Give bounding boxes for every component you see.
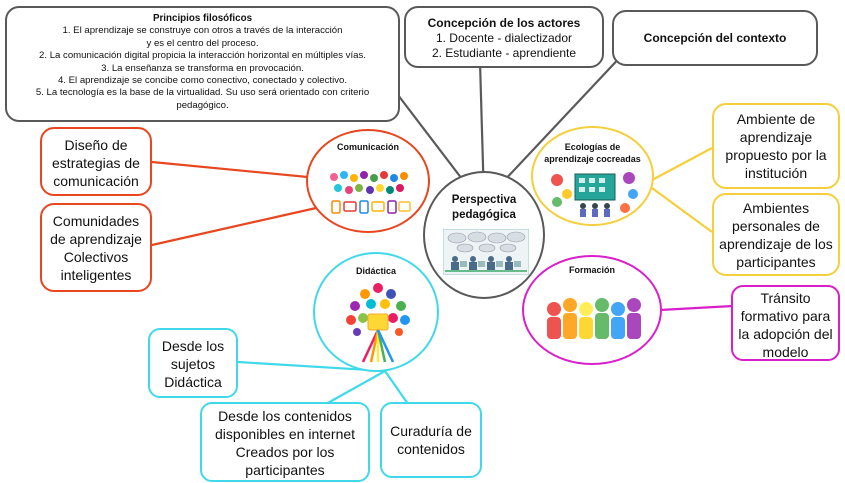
principles-line-4: 3. La enseñanza se transforma en provoca… — [101, 62, 304, 74]
didactica-box-1-line-1: Desde los — [161, 338, 225, 354]
center-title-line-1: Perspectiva — [451, 194, 517, 206]
connector-didactica-2 — [325, 370, 386, 405]
formacion-circle: Formación — [522, 255, 662, 365]
context-title: Concepción del contexto — [643, 31, 787, 45]
connector-context — [485, 51, 626, 201]
ecologias-box-2-line-4: participantes — [736, 254, 816, 270]
didactica-title: Didáctica — [355, 266, 397, 276]
didactica-box-2-line-2: disponibles en internet — [214, 426, 356, 442]
ecologias-box-1: Ambiente de aprendizaje propuesto por la… — [712, 103, 840, 189]
ecologias-box-1-line-2: aprendizaje — [739, 129, 813, 145]
learning-ecology-illustration — [551, 172, 638, 217]
didactica-circle: Didáctica — [313, 252, 439, 372]
principles-line-2: y es el centro del proceso. — [146, 37, 259, 49]
didactica-box-1: Desde los sujetos Didáctica — [148, 328, 238, 398]
principles-title: Principios filosóficos — [152, 13, 253, 24]
comunicacion-box-1-line-2: estrategias de — [52, 155, 140, 171]
comunicacion-box-2-line-1: Comunidades — [52, 213, 140, 229]
ecologias-box-1-line-1: Ambiente de — [736, 111, 816, 127]
communication-icons-illustration — [330, 171, 411, 214]
comunicacion-box-1: Diseño de estrategias de comunicación — [40, 127, 152, 196]
formacion-box-1-line-2: formativo para — [740, 308, 831, 324]
ecologias-box-1-line-4: institución — [744, 165, 808, 181]
didactica-box-2-line-3: Creados por los — [235, 444, 335, 460]
ecologias-title-line-1: Ecologías de — [564, 142, 621, 152]
comunicacion-box-1-line-1: Diseño de — [64, 137, 128, 153]
students-at-computers-illustration — [443, 229, 529, 275]
ecologias-box-2-line-2: personales de — [732, 218, 820, 234]
comunicacion-box-1-line-3: comunicación — [53, 173, 139, 189]
ecologias-circle: Ecologías de aprendizaje cocreadas — [531, 126, 654, 226]
didactica-box-2-line-4: participantes — [245, 462, 325, 478]
formacion-box-1-line-4: modelo — [762, 344, 809, 360]
comunicacion-box-2-line-3: Colectivos — [63, 249, 129, 265]
connector-ecologias-2 — [651, 187, 713, 233]
comunicacion-title: Comunicación — [336, 142, 399, 152]
actors-line-2: 2. Estudiante - aprendiente — [431, 46, 577, 60]
principles-box: Principios filosóficos 1. El aprendizaje… — [5, 6, 400, 122]
center-title-line-2: pedagógica — [452, 209, 516, 221]
ecologias-title-line-2: aprendizaje cocreadas — [544, 154, 641, 164]
formacion-box-1-line-1: Tránsito — [760, 290, 811, 306]
didactic-tree-illustration — [346, 283, 410, 363]
formacion-title: Formación — [568, 265, 615, 275]
comunicacion-circle: Comunicación — [306, 129, 430, 233]
ecologias-box-2-line-3: aprendizaje de los — [719, 236, 833, 252]
formacion-box-1: Tránsito formativo para la adopción del … — [731, 285, 840, 361]
formacion-box-1-line-3: la adopción del — [738, 326, 833, 342]
ecologias-box-2: Ambientes personales de aprendizaje de l… — [712, 193, 840, 276]
ecologias-box-2-line-1: Ambientes — [742, 200, 810, 216]
people-silhouettes-illustration — [547, 298, 641, 339]
connector-comunicacion-1 — [151, 160, 319, 180]
didactica-box-3-line-1: Curaduría de — [390, 423, 472, 439]
actors-box: Concepción de los actores 1. Docente - d… — [404, 6, 604, 68]
didactica-box-2-line-1: Desde los contenidos — [218, 408, 352, 424]
connector-ecologias-1 — [651, 147, 713, 181]
didactica-box-3: Curaduría de contenidos — [380, 402, 482, 478]
principles-line-5: 4. El aprendizaje se concibe como conect… — [57, 75, 348, 87]
comunicacion-box-2-line-4: inteligentes — [60, 267, 132, 283]
comunicacion-box-2-line-2: de aprendizaje — [50, 231, 142, 247]
principles-line-7: pedagógico. — [176, 99, 229, 111]
center-circle: Perspectiva pedagógica — [423, 171, 545, 299]
ecologias-box-1-line-3: propuesto por la — [725, 147, 827, 163]
connector-comunicacion-2 — [151, 204, 326, 247]
principles-line-3: 2. La comunicación digital propicia la i… — [39, 50, 366, 62]
actors-title: Concepción de los actores — [427, 16, 581, 30]
connector-didactica-3 — [384, 370, 409, 405]
connector-formacion — [659, 304, 734, 312]
didactica-box-1-line-2: sujetos — [170, 356, 216, 372]
didactica-box-2: Desde los contenidos disponibles en inte… — [200, 402, 370, 482]
context-box: Concepción del contexto — [612, 10, 818, 66]
principles-line-1: 1. El aprendizaje se construye con otros… — [62, 25, 343, 37]
comunicacion-box-2: Comunidades de aprendizaje Colectivos in… — [40, 203, 152, 292]
didactica-box-1-line-3: Didáctica — [164, 374, 222, 390]
principles-line-6: 5. La tecnología es la base de la virtua… — [35, 87, 370, 99]
actors-line-1: 1. Docente - dialectizador — [435, 31, 573, 45]
didactica-box-3-line-2: contenidos — [397, 441, 465, 457]
